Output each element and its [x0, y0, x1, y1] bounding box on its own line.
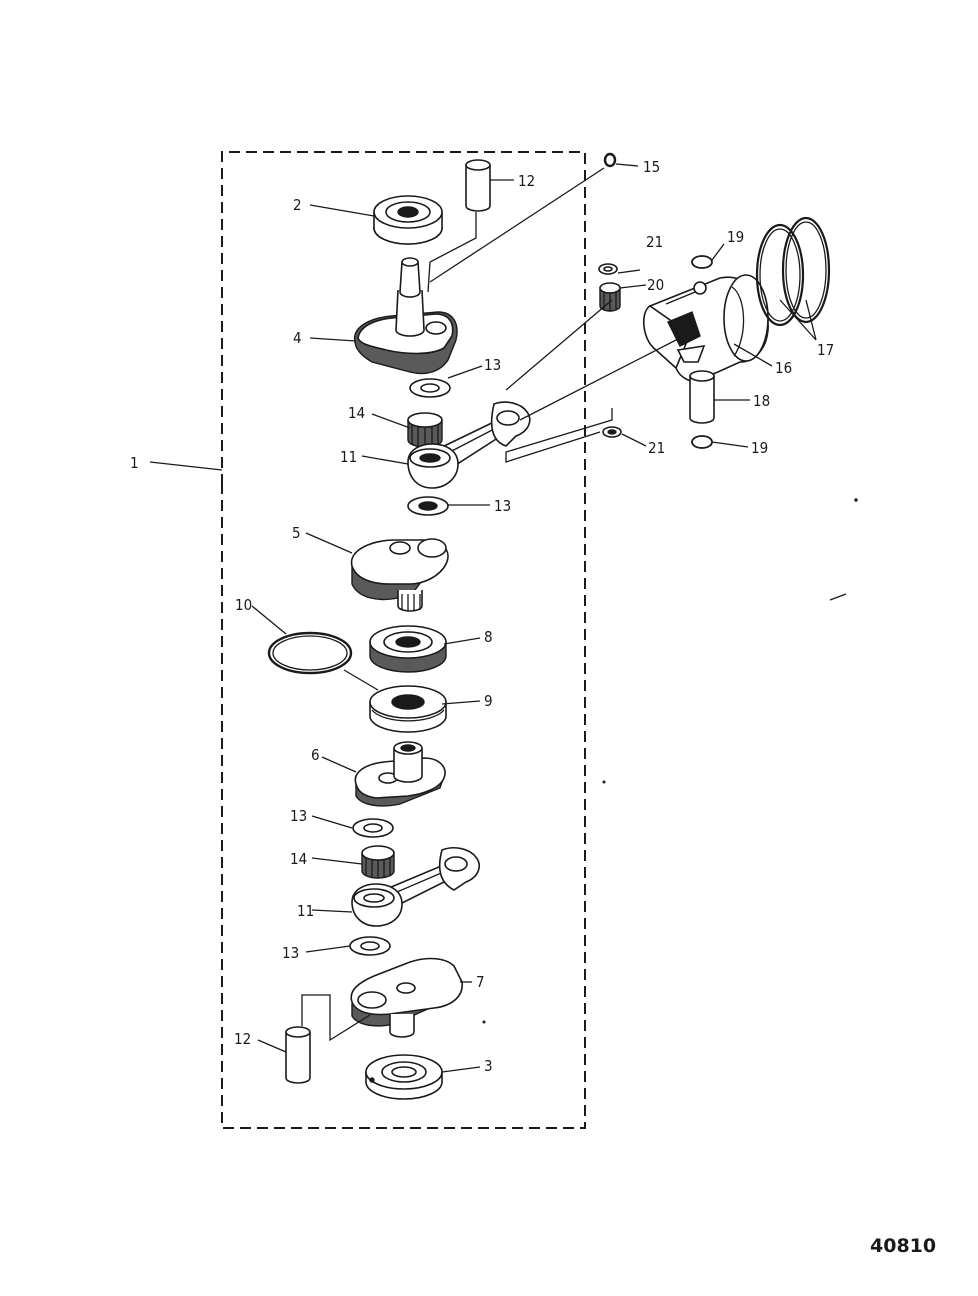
callout-7: 7 — [476, 973, 485, 991]
callout-18: 18 — [753, 392, 770, 410]
part-21-washer-b — [602, 426, 622, 438]
callout-1: 1 — [130, 454, 139, 472]
callout-5: 5 — [292, 524, 301, 542]
callout-14-upper: 14 — [348, 404, 365, 422]
part-4-crankshaft-top — [354, 257, 458, 375]
figure-number: 40810 — [870, 1235, 936, 1257]
callout-19-upper: 19 — [727, 228, 744, 246]
callout-3: 3 — [484, 1057, 493, 1075]
part-12-upper-pin — [465, 159, 491, 212]
part-14-needle-bearing-a — [407, 412, 443, 448]
part-14-needle-bearing-b — [361, 845, 395, 879]
part-13-washer-d — [349, 936, 391, 956]
callout-16: 16 — [775, 359, 792, 377]
callout-12-upper: 12 — [518, 172, 535, 190]
part-19-retainer-b — [691, 435, 713, 449]
callout-12-lower: 12 — [234, 1030, 251, 1048]
part-3-lower-bearing — [365, 1054, 443, 1100]
part-6-crankshaft-middle — [354, 741, 446, 807]
assembly-boundary — [221, 151, 586, 1129]
callout-15: 15 — [643, 158, 660, 176]
leader-lines — [149, 163, 817, 1073]
part-18-piston-pin — [689, 370, 715, 424]
part-10-retaining-ring — [267, 631, 353, 675]
part-7-crankshaft-bottom — [350, 957, 463, 1038]
part-9-bearing-race — [369, 685, 447, 733]
callout-6: 6 — [311, 746, 320, 764]
part-2-upper-bearing — [373, 195, 443, 245]
part-17-piston-rings — [755, 216, 831, 327]
callout-21-lower: 21 — [648, 439, 665, 457]
part-8-center-bearing — [369, 625, 447, 673]
callout-21-upper: 21 — [646, 233, 663, 251]
part-16-piston — [643, 274, 769, 383]
part-5-crankshaft-web — [350, 538, 449, 612]
part-13-washer-b — [407, 496, 449, 516]
callout-20: 20 — [647, 276, 664, 294]
callout-17: 17 — [817, 341, 834, 359]
callout-13-a: 13 — [484, 356, 501, 374]
callout-19-lower: 19 — [751, 439, 768, 457]
scan-marks — [482, 498, 858, 1024]
assembly-lines — [301, 167, 681, 1042]
part-19-retainer-a — [691, 255, 713, 269]
part-15-clip — [603, 152, 617, 168]
part-12-lower-pin — [285, 1026, 311, 1084]
part-11-connecting-rod-b — [351, 847, 480, 927]
callout-11-upper: 11 — [340, 448, 357, 466]
callout-9: 9 — [484, 692, 493, 710]
callout-13-d: 13 — [282, 944, 299, 962]
callout-11-lower: 11 — [297, 902, 314, 920]
part-21-washer-a — [598, 263, 618, 275]
callout-10: 10 — [235, 596, 252, 614]
callout-13-c: 13 — [290, 807, 307, 825]
part-13-washer-c — [352, 818, 394, 838]
part-13-washer-a — [409, 378, 451, 398]
part-11-connecting-rod-a — [407, 401, 531, 489]
callout-8: 8 — [484, 628, 493, 646]
callout-2: 2 — [293, 196, 302, 214]
callout-4: 4 — [293, 329, 302, 347]
callout-13-b: 13 — [494, 497, 511, 515]
callout-14-lower: 14 — [290, 850, 307, 868]
